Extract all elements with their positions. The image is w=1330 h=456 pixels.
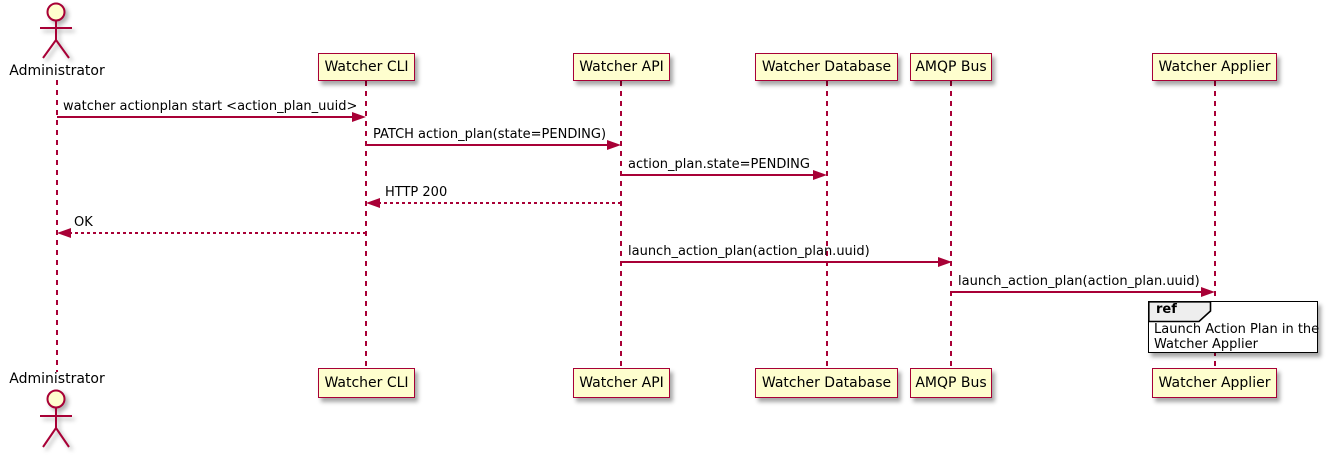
- arrowhead-left-icon: [366, 198, 380, 208]
- participant-watcher-api-bottom: Watcher API: [573, 368, 670, 398]
- message-line: [621, 174, 815, 176]
- ref-tab: ref: [1148, 301, 1212, 327]
- actor-name-top: Administrator: [9, 63, 105, 79]
- message-line: [69, 232, 366, 234]
- message-label: HTTP 200: [385, 185, 448, 200]
- participant-label: Watcher API: [579, 375, 664, 391]
- participant-watcher-database-top: Watcher Database: [755, 53, 898, 81]
- participant-label: Watcher Database: [761, 375, 892, 391]
- message-label: action_plan.state=PENDING: [628, 157, 810, 172]
- lifeline-watcher-cli: [365, 81, 367, 369]
- message-label: launch_action_plan(action_plan.uuid): [958, 274, 1200, 289]
- ref-text-line: Watcher Applier: [1154, 337, 1258, 352]
- participant-label: Watcher CLI: [324, 59, 409, 75]
- arrowhead-right-icon: [813, 170, 827, 180]
- participant-label: AMQP Bus: [915, 375, 987, 391]
- participant-amqp-bus-bottom: AMQP Bus: [910, 368, 992, 398]
- message-line: [951, 291, 1203, 293]
- ref-keyword: ref: [1156, 302, 1177, 317]
- ref-text: Launch Action Plan in the Watcher Applie…: [1154, 322, 1319, 352]
- ref-text-line: Launch Action Plan in the: [1154, 322, 1320, 337]
- message-line: [57, 116, 354, 118]
- participant-label: Watcher Database: [761, 59, 892, 75]
- message-label: launch_action_plan(action_plan.uuid): [628, 244, 870, 259]
- arrowhead-right-icon: [352, 112, 366, 122]
- administrator-actor-icon: [40, 389, 72, 448]
- participant-watcher-applier-bottom: Watcher Applier: [1152, 368, 1277, 398]
- participant-watcher-applier-top: Watcher Applier: [1152, 53, 1277, 81]
- participant-watcher-database-bottom: Watcher Database: [755, 368, 898, 398]
- ref-fragment: ref Launch Action Plan in the Watcher Ap…: [1148, 301, 1319, 353]
- participant-label: AMQP Bus: [915, 59, 987, 75]
- message-line: [366, 144, 609, 146]
- arrowhead-right-icon: [607, 140, 621, 150]
- participant-label: Watcher API: [579, 59, 664, 75]
- message-label: OK: [74, 215, 93, 230]
- message-label: PATCH action_plan(state=PENDING): [373, 127, 607, 142]
- participant-watcher-cli-bottom: Watcher CLI: [318, 368, 415, 398]
- lifeline-administrator: [56, 80, 58, 372]
- participant-watcher-api-top: Watcher API: [573, 53, 670, 81]
- participant-watcher-cli-top: Watcher CLI: [318, 53, 415, 81]
- lifeline-watcher-database: [826, 81, 828, 369]
- ref-tab-shape-icon: [1148, 301, 1212, 323]
- message-line: [378, 202, 621, 204]
- message-label: watcher actionplan start <action_plan_uu…: [63, 99, 358, 114]
- actor-name-bottom: Administrator: [9, 371, 105, 387]
- arrowhead-right-icon: [1201, 287, 1215, 297]
- administrator-actor-icon: [40, 2, 72, 59]
- participant-amqp-bus-top: AMQP Bus: [910, 53, 992, 81]
- lifeline-watcher-applier: [1214, 81, 1216, 369]
- lifeline-amqp-bus: [950, 81, 952, 369]
- participant-label: Watcher Applier: [1158, 59, 1271, 75]
- message-line: [621, 261, 940, 263]
- lifeline-watcher-api: [620, 81, 622, 369]
- arrowhead-right-icon: [938, 257, 952, 267]
- participant-label: Watcher Applier: [1158, 375, 1271, 391]
- participant-label: Watcher CLI: [324, 375, 409, 391]
- arrowhead-left-icon: [57, 228, 71, 238]
